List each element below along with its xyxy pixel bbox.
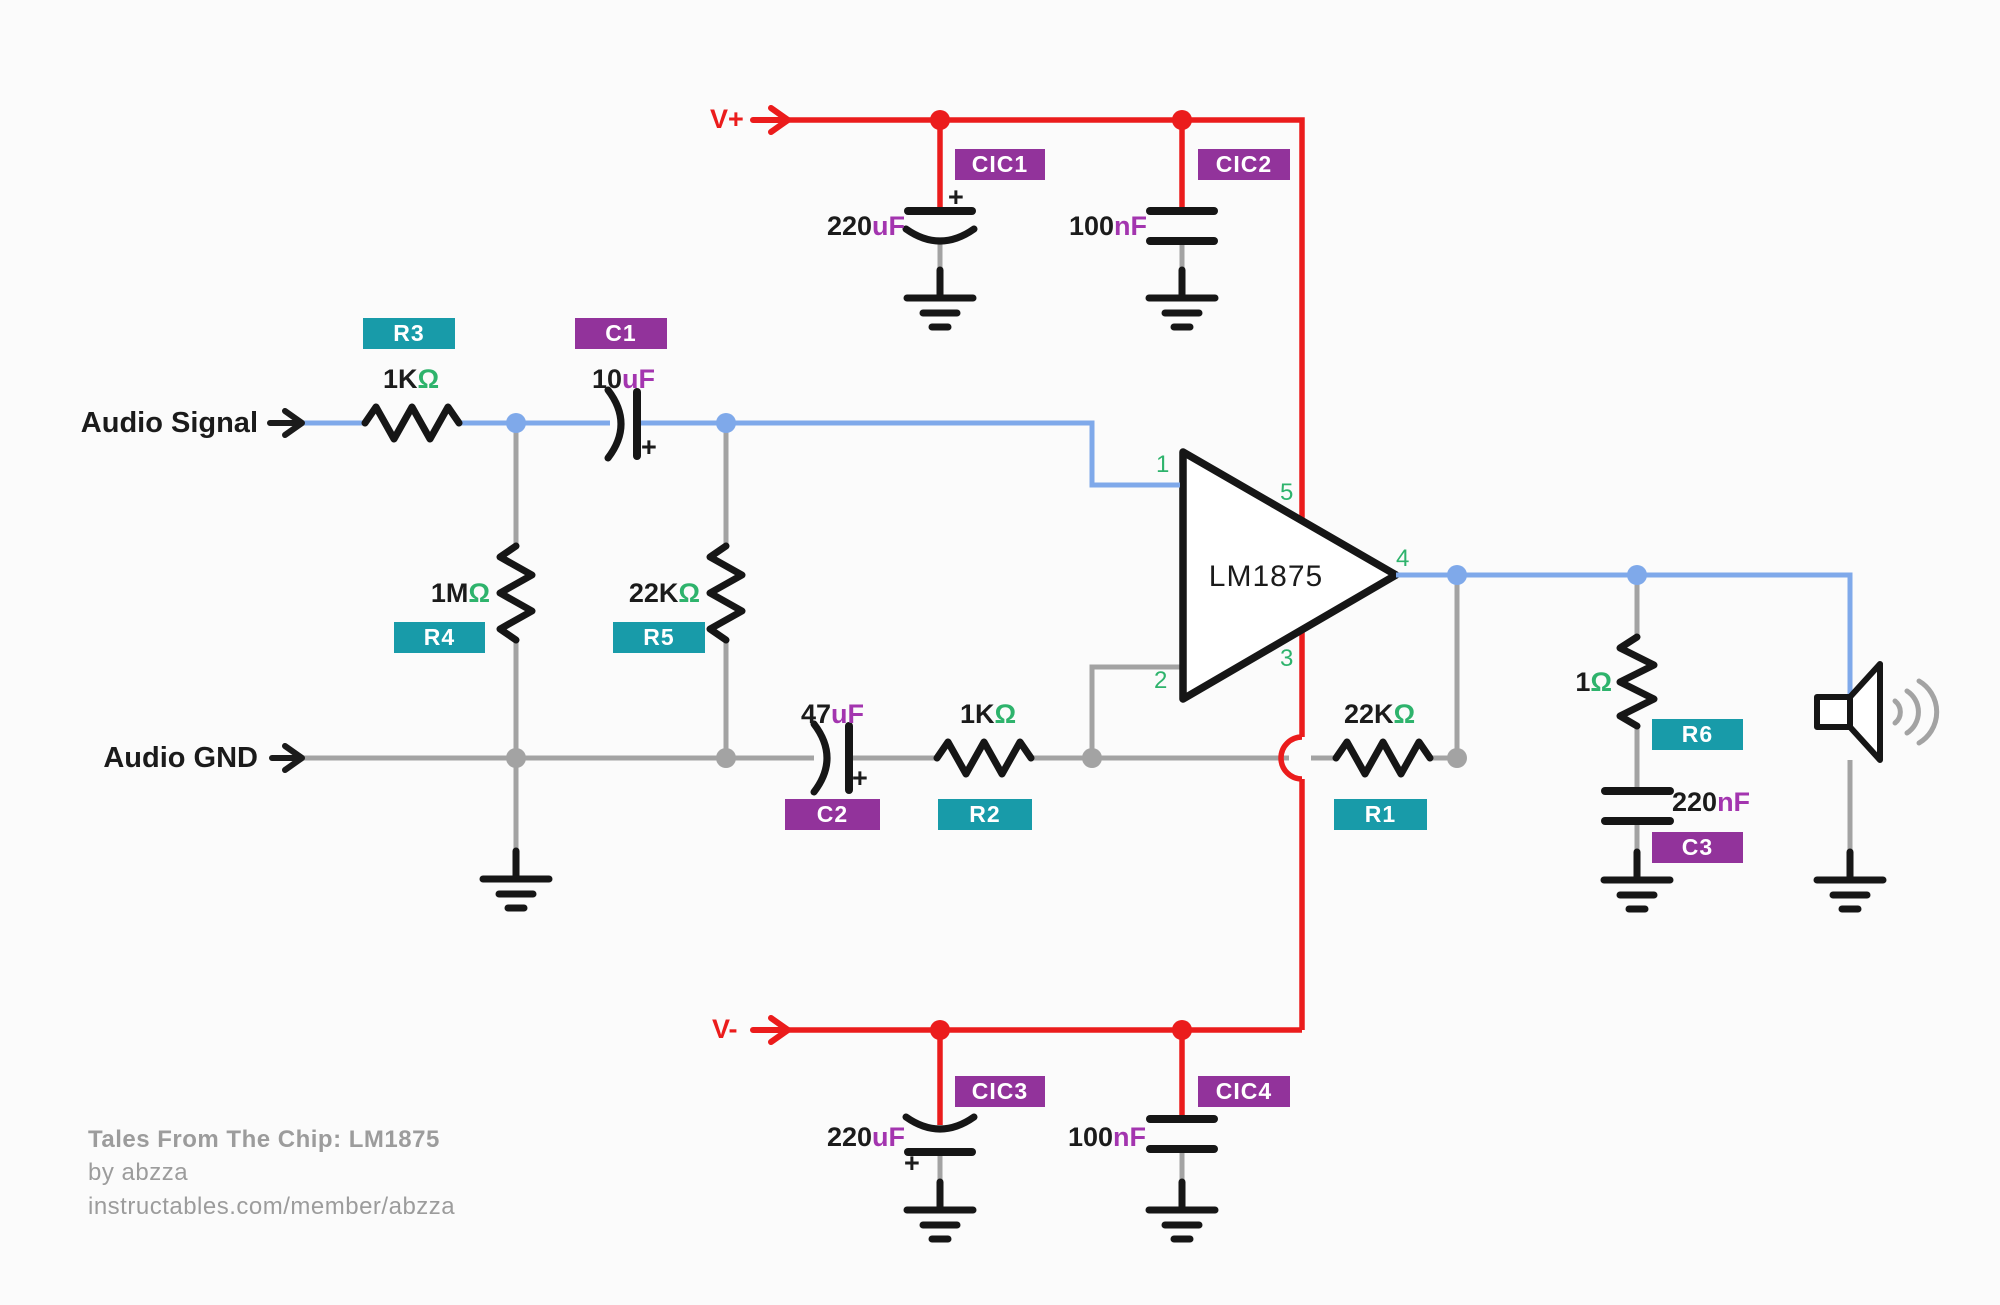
resistor-r2 [933,738,1035,778]
c1-plus-mark: + [641,432,657,462]
ground-cic4-icon [1149,1182,1215,1239]
audio-signal-arrow-icon [267,408,305,438]
r2-value: 1KΩ [960,699,1017,729]
wire-hop [1278,734,1303,782]
pin-5-label: 5 [1280,479,1294,506]
cic1-ref-badge: CIC1 [955,149,1045,180]
ground-cic1-icon [907,270,973,327]
resistor-r6 [1616,633,1658,730]
cic2-ref-badge: CIC2 [1198,149,1290,180]
audio-gnd-label: Audio GND [103,742,258,774]
cic3-ref-badge: CIC3 [955,1076,1045,1107]
r3-value: 1KΩ [383,364,440,394]
cap-c1-curved-plate [604,386,625,462]
r6-value: 1Ω [1575,667,1612,697]
r4-value: 1MΩ [430,578,490,608]
ic-name: LM1875 [1208,560,1324,593]
signal-wires [302,420,1853,694]
cic4-ref-badge: CIC4 [1198,1076,1290,1107]
pin-2-label: 2 [1154,667,1168,694]
credit-author: by abzza [88,1159,189,1186]
r5-ref-badge: R5 [613,622,705,653]
vminus-arrow-icon [750,1015,791,1045]
ground-cic3-icon [907,1182,973,1239]
credit-url: instructables.com/member/abzza [88,1193,456,1220]
r4-ref-badge: R4 [394,622,485,653]
audio-signal-label: Audio Signal [80,407,258,439]
cic1-plus-mark: + [948,182,964,212]
r1-value: 22KΩ [1344,699,1416,729]
cic2-value: 100nF [1068,211,1147,241]
resistor-r3 [361,403,463,443]
r5-value: 22KΩ [628,578,700,608]
resistor-r1 [1332,738,1434,778]
capacitors [604,207,1674,1156]
ground-r4-icon [483,851,549,908]
r6-ref-badge: R6 [1652,719,1743,750]
cic4-value: 100nF [1067,1122,1146,1152]
junction-dots [506,110,1647,1040]
c3-ref-badge: C3 [1652,832,1743,863]
cic3-value: 220uF [826,1122,905,1152]
input-arrows [267,408,305,773]
c2-plus-mark: + [852,763,868,793]
resistor-r5 [706,542,746,644]
c2-value: 47uF [801,699,865,729]
ground-speaker-icon [1817,852,1883,909]
opamp-triangle [1179,448,1400,703]
cap-cic1-curved-plate [902,225,978,245]
audio-gnd-arrow-icon [269,743,305,773]
vplus-label: V+ [710,104,744,134]
r3-ref-badge: R3 [363,318,455,349]
cap-c2-curved-plate [810,720,831,796]
r1-ref-badge: R1 [1334,799,1427,830]
cap-cic3-curved-plate [902,1113,978,1133]
credit-title: Tales From The Chip: LM1875 [88,1126,440,1153]
cic1-value: 220uF [826,211,905,241]
power-arrows [750,105,791,1045]
ground-cic2-icon [1149,270,1215,327]
vplus-arrow-icon [750,105,791,135]
pin-1-label: 1 [1156,451,1170,478]
c1-value: 10uF [592,364,656,394]
cic3-plus-mark: + [904,1148,920,1178]
pin-4-label: 4 [1396,545,1410,572]
vminus-label: V- [712,1014,738,1044]
r2-ref-badge: R2 [938,799,1032,830]
c1-ref-badge: C1 [575,318,667,349]
c2-ref-badge: C2 [785,799,880,830]
speaker-icon [1814,661,1940,763]
sound-waves-icon [1892,678,1940,746]
c3-value: 220nF [1672,787,1751,817]
resistors [361,403,1658,778]
pin-3-label: 3 [1280,645,1294,672]
resistor-r4 [496,542,536,644]
